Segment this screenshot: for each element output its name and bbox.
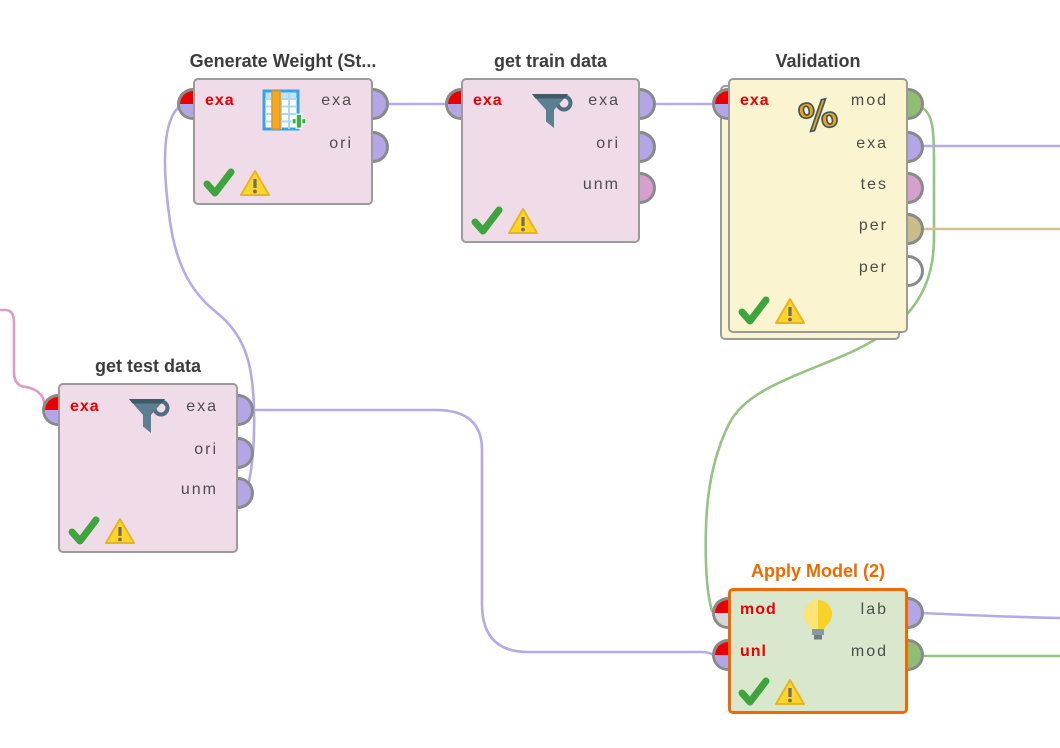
warning-icon[interactable] (508, 207, 538, 235)
output-port-label: ori (194, 441, 218, 458)
input-port-unl[interactable] (712, 639, 728, 671)
status-icons (738, 296, 805, 325)
table-add-icon (260, 88, 307, 134)
wire[interactable] (704, 105, 936, 613)
operator-title: Apply Model (2) (751, 561, 885, 581)
warning-icon[interactable] (240, 169, 270, 197)
wire[interactable] (163, 104, 256, 494)
success-icon (203, 168, 235, 197)
wire[interactable] (251, 408, 715, 657)
output-port-label: mod (850, 92, 888, 109)
output-port-label: lab (860, 601, 888, 618)
input-port-label: mod (740, 601, 777, 618)
output-port-label: mod (850, 643, 888, 660)
input-port-exa[interactable] (712, 88, 728, 120)
svg-text:%: % (795, 91, 841, 140)
output-port-label: per (858, 259, 888, 276)
output-port-label: tes (860, 176, 888, 193)
wire[interactable] (0, 308, 47, 408)
output-port-label: ori (329, 135, 353, 152)
output-port-label: exa (856, 135, 888, 152)
filter-icon (528, 88, 574, 134)
success-icon (471, 206, 503, 235)
warning-icon[interactable] (775, 297, 805, 325)
operator-title: Generate Weight (St... (189, 51, 377, 71)
input-port-exa[interactable] (42, 394, 58, 426)
input-port-label: exa (473, 92, 503, 109)
status-icons (471, 206, 538, 235)
warning-icon[interactable] (105, 517, 135, 545)
percent-icon: % (793, 90, 843, 143)
input-port-label: exa (740, 92, 770, 109)
input-port-mod[interactable] (712, 597, 728, 629)
success-icon (738, 296, 770, 325)
operator-get-test-data[interactable]: get test data exa exa ori unm (42, 356, 254, 553)
success-icon (68, 516, 100, 545)
operator-title: get test data (94, 356, 202, 376)
output-port-label: exa (588, 92, 620, 109)
wire[interactable] (920, 611, 1060, 620)
output-port-label: ori (596, 135, 620, 152)
operator-apply-model-2[interactable]: Apply Model (2) mod unl lab mod (712, 561, 924, 714)
input-port-label: exa (205, 92, 235, 109)
input-port-exa[interactable] (445, 88, 461, 120)
output-port-label: exa (186, 398, 218, 415)
operator-generate-weight[interactable]: Generate Weight (St... exa exa ori (177, 51, 389, 205)
output-port-label: unm (180, 481, 218, 498)
lightbulb-icon (795, 596, 841, 646)
status-icons (738, 677, 805, 706)
output-port-label: unm (582, 176, 620, 193)
operator-title: Validation (775, 51, 861, 71)
output-port-label: exa (321, 92, 353, 109)
success-icon (738, 677, 770, 706)
operator-validation[interactable]: Validation exa % mod exa tes per per (712, 51, 924, 340)
input-port-label: exa (70, 398, 100, 415)
output-port-label: per (858, 217, 888, 234)
status-icons (203, 168, 270, 197)
operator-title: get train data (493, 51, 608, 71)
status-icons (68, 516, 135, 545)
filter-icon (125, 393, 171, 439)
input-port-label: unl (740, 643, 767, 660)
warning-icon[interactable] (775, 678, 805, 706)
input-port-exa[interactable] (177, 88, 193, 120)
operator-get-train-data[interactable]: get train data exa exa ori unm (445, 51, 656, 243)
